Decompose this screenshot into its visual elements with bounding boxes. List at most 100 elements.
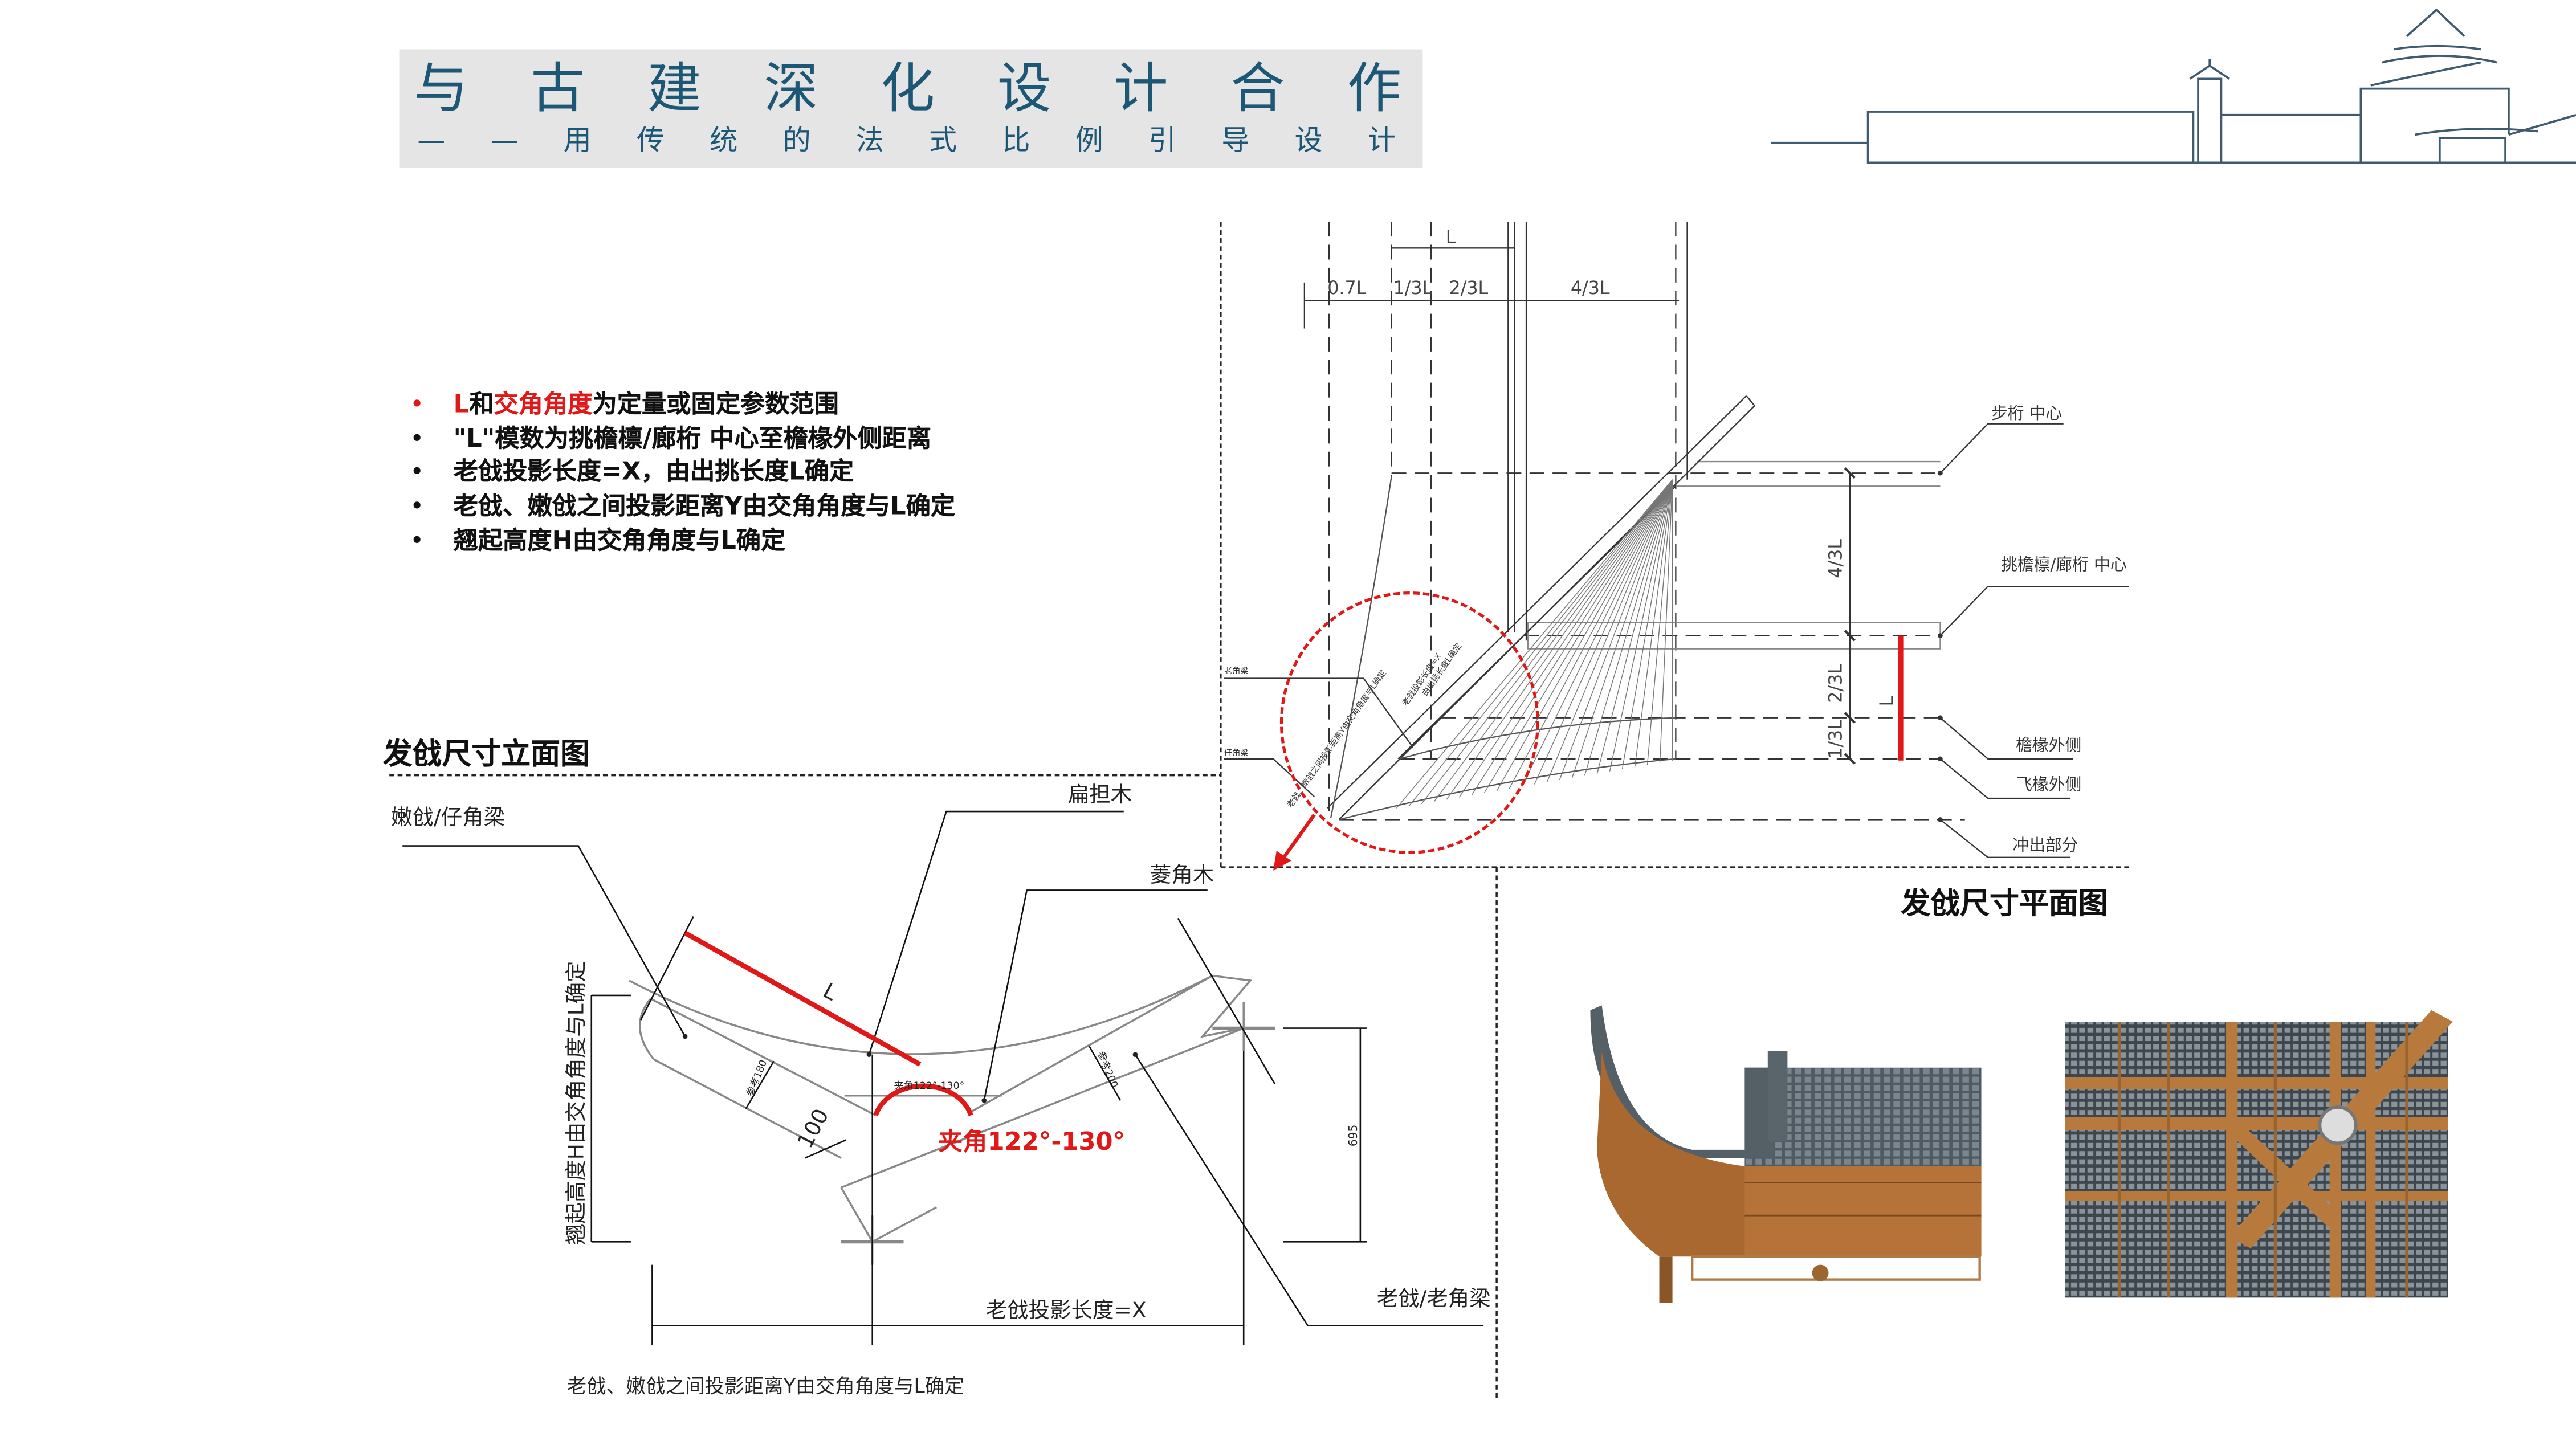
title-char: 化 xyxy=(881,56,935,120)
subtitle-char: 设 xyxy=(1294,125,1323,158)
subtitle-char: 导 xyxy=(1221,125,1250,158)
rafter-line xyxy=(1609,479,1673,772)
eave-curve xyxy=(629,974,1213,1055)
rafter-line xyxy=(1534,479,1673,785)
rafter-line xyxy=(1546,479,1673,782)
elevation-caption: 老戗、嫩戗之间投影距离Y由交角角度与L确定 xyxy=(567,1375,964,1398)
label-angle-small: 夹角122°-130° xyxy=(894,1080,964,1092)
subtitle-char: 比 xyxy=(1002,125,1030,158)
label-angle: 夹角122°-130° xyxy=(938,1128,1125,1156)
subtitle-char: 用 xyxy=(563,125,592,158)
label-feichuan: 飞椽外侧 xyxy=(2016,775,2081,794)
label-chongchu: 冲出部分 xyxy=(2012,835,2078,855)
dim-label: L xyxy=(1877,696,1897,707)
bullet-text: "L"模数为挑檐檩/廊桁 中心至檐椽外侧距离 xyxy=(453,423,932,453)
title-char: 计 xyxy=(1114,56,1168,120)
bullet-text: 老戗、嫩戗之间投影距离Y由交角角度与L确定 xyxy=(453,491,956,521)
title-char: 合 xyxy=(1230,56,1285,120)
dim-label: 2/3L xyxy=(1449,278,1489,299)
rafter-line xyxy=(1433,479,1673,802)
dim-label: 0.7L xyxy=(1327,278,1366,299)
building-outline-icon xyxy=(1771,8,2576,164)
dim-label: 2/3L xyxy=(1826,664,1847,703)
L-red-line xyxy=(683,930,922,1067)
nenqiang-beam xyxy=(639,998,877,1159)
dim-label: 4/3L xyxy=(1826,539,1847,578)
dim-label: L xyxy=(1446,227,1456,248)
rafter-line xyxy=(1421,479,1673,805)
rafter-line xyxy=(1408,479,1673,806)
label-height: 翘起高度H由交角角度与L确定 xyxy=(563,961,588,1245)
label-projection: 老戗投影长度=X xyxy=(986,1297,1147,1323)
bullet-item: • 老戗、嫩戗之间投影距离Y由交角角度与L确定 xyxy=(411,489,955,524)
subtitle-char: 的 xyxy=(782,125,811,158)
bullet-item: • "L"模数为挑檐檩/廊桁 中心至檐椽外侧距离 xyxy=(411,422,955,456)
rafter-line xyxy=(1571,479,1673,778)
rafter-line xyxy=(1634,479,1673,768)
subtitle-char: 式 xyxy=(929,125,957,158)
label-tiaoyan: 挑檐檩/廊桁 中心 xyxy=(2001,554,2127,574)
title-char: 建 xyxy=(647,56,702,120)
bullet-dot: • xyxy=(410,392,423,416)
label-zijiaoliang: 仔角梁 xyxy=(1224,748,1249,758)
subtitle-char: 计 xyxy=(1367,125,1396,158)
bullet-text-red: 交角角度 xyxy=(494,389,593,419)
title-char: 设 xyxy=(997,56,1051,120)
rafter-line xyxy=(1646,479,1673,765)
title-char: 古 xyxy=(531,56,585,120)
title-char: 与 xyxy=(414,56,468,120)
rafter-line xyxy=(1559,479,1673,781)
label-laojiaoliang: 老角梁 xyxy=(1224,666,1249,676)
rafter-line xyxy=(1446,479,1673,800)
label-nenqiang: 嫩戗/仔角梁 xyxy=(391,805,505,830)
bullet-dot: • xyxy=(410,426,423,450)
rafter-line xyxy=(1621,479,1673,770)
rafter-line xyxy=(1521,479,1673,787)
subtitle-char: 统 xyxy=(710,125,738,158)
bullet-item: • 翘起高度H由交角角度与L确定 xyxy=(411,524,955,558)
bullet-text: 老戗投影长度=X，由出挑长度L确定 xyxy=(453,457,854,487)
label-biandanmu: 扁担木 xyxy=(1068,782,1132,807)
rafter-line xyxy=(1458,479,1673,798)
ceiling-render xyxy=(2065,1010,2453,1298)
arrow-icon xyxy=(1279,813,1316,862)
rafter-line xyxy=(1483,479,1673,794)
rafter-line xyxy=(1396,479,1673,809)
label-lingjiaomu: 菱角木 xyxy=(1150,862,1214,887)
subtitle-char: — xyxy=(490,125,519,158)
bullet-item: • 老戗投影长度=X，由出挑长度L确定 xyxy=(411,456,955,490)
label-695: 695 xyxy=(1346,1125,1360,1146)
subtitle-char: 例 xyxy=(1075,125,1103,158)
roof-corner-render xyxy=(1590,1005,1982,1303)
rafter-line xyxy=(1596,479,1673,774)
rafter-line xyxy=(1584,479,1673,776)
rafter-line xyxy=(1659,479,1673,763)
subtitle-char: 引 xyxy=(1148,125,1177,158)
highlight-circle xyxy=(1279,591,1539,854)
bullet-dot: • xyxy=(410,528,423,552)
dim-label: 4/3L xyxy=(1571,278,1610,299)
subtitle-char: — xyxy=(417,125,446,158)
bullet-text: 为定量或固定参数范围 xyxy=(592,389,839,419)
bullet-text: 和 xyxy=(469,389,494,419)
rafter-line xyxy=(1471,479,1673,795)
bullet-text: 翘起高度H由交角角度与L确定 xyxy=(453,525,786,555)
bullet-dot: • xyxy=(410,495,423,518)
bullet-dot: • xyxy=(410,460,423,484)
plan-heading: 发戗尺寸平面图 xyxy=(1901,887,2108,922)
angle-arc xyxy=(873,1083,973,1116)
subtitle-char: 传 xyxy=(637,125,665,158)
dim-label: 1/3L xyxy=(1826,720,1847,759)
subtitle-char: 法 xyxy=(855,125,884,158)
title-banner xyxy=(399,49,1423,168)
label-laoqiang: 老戗/老角梁 xyxy=(1377,1286,1491,1311)
label-buheng: 步桁 中心 xyxy=(1991,403,2062,423)
dim-label: 1/3L xyxy=(1393,278,1433,299)
